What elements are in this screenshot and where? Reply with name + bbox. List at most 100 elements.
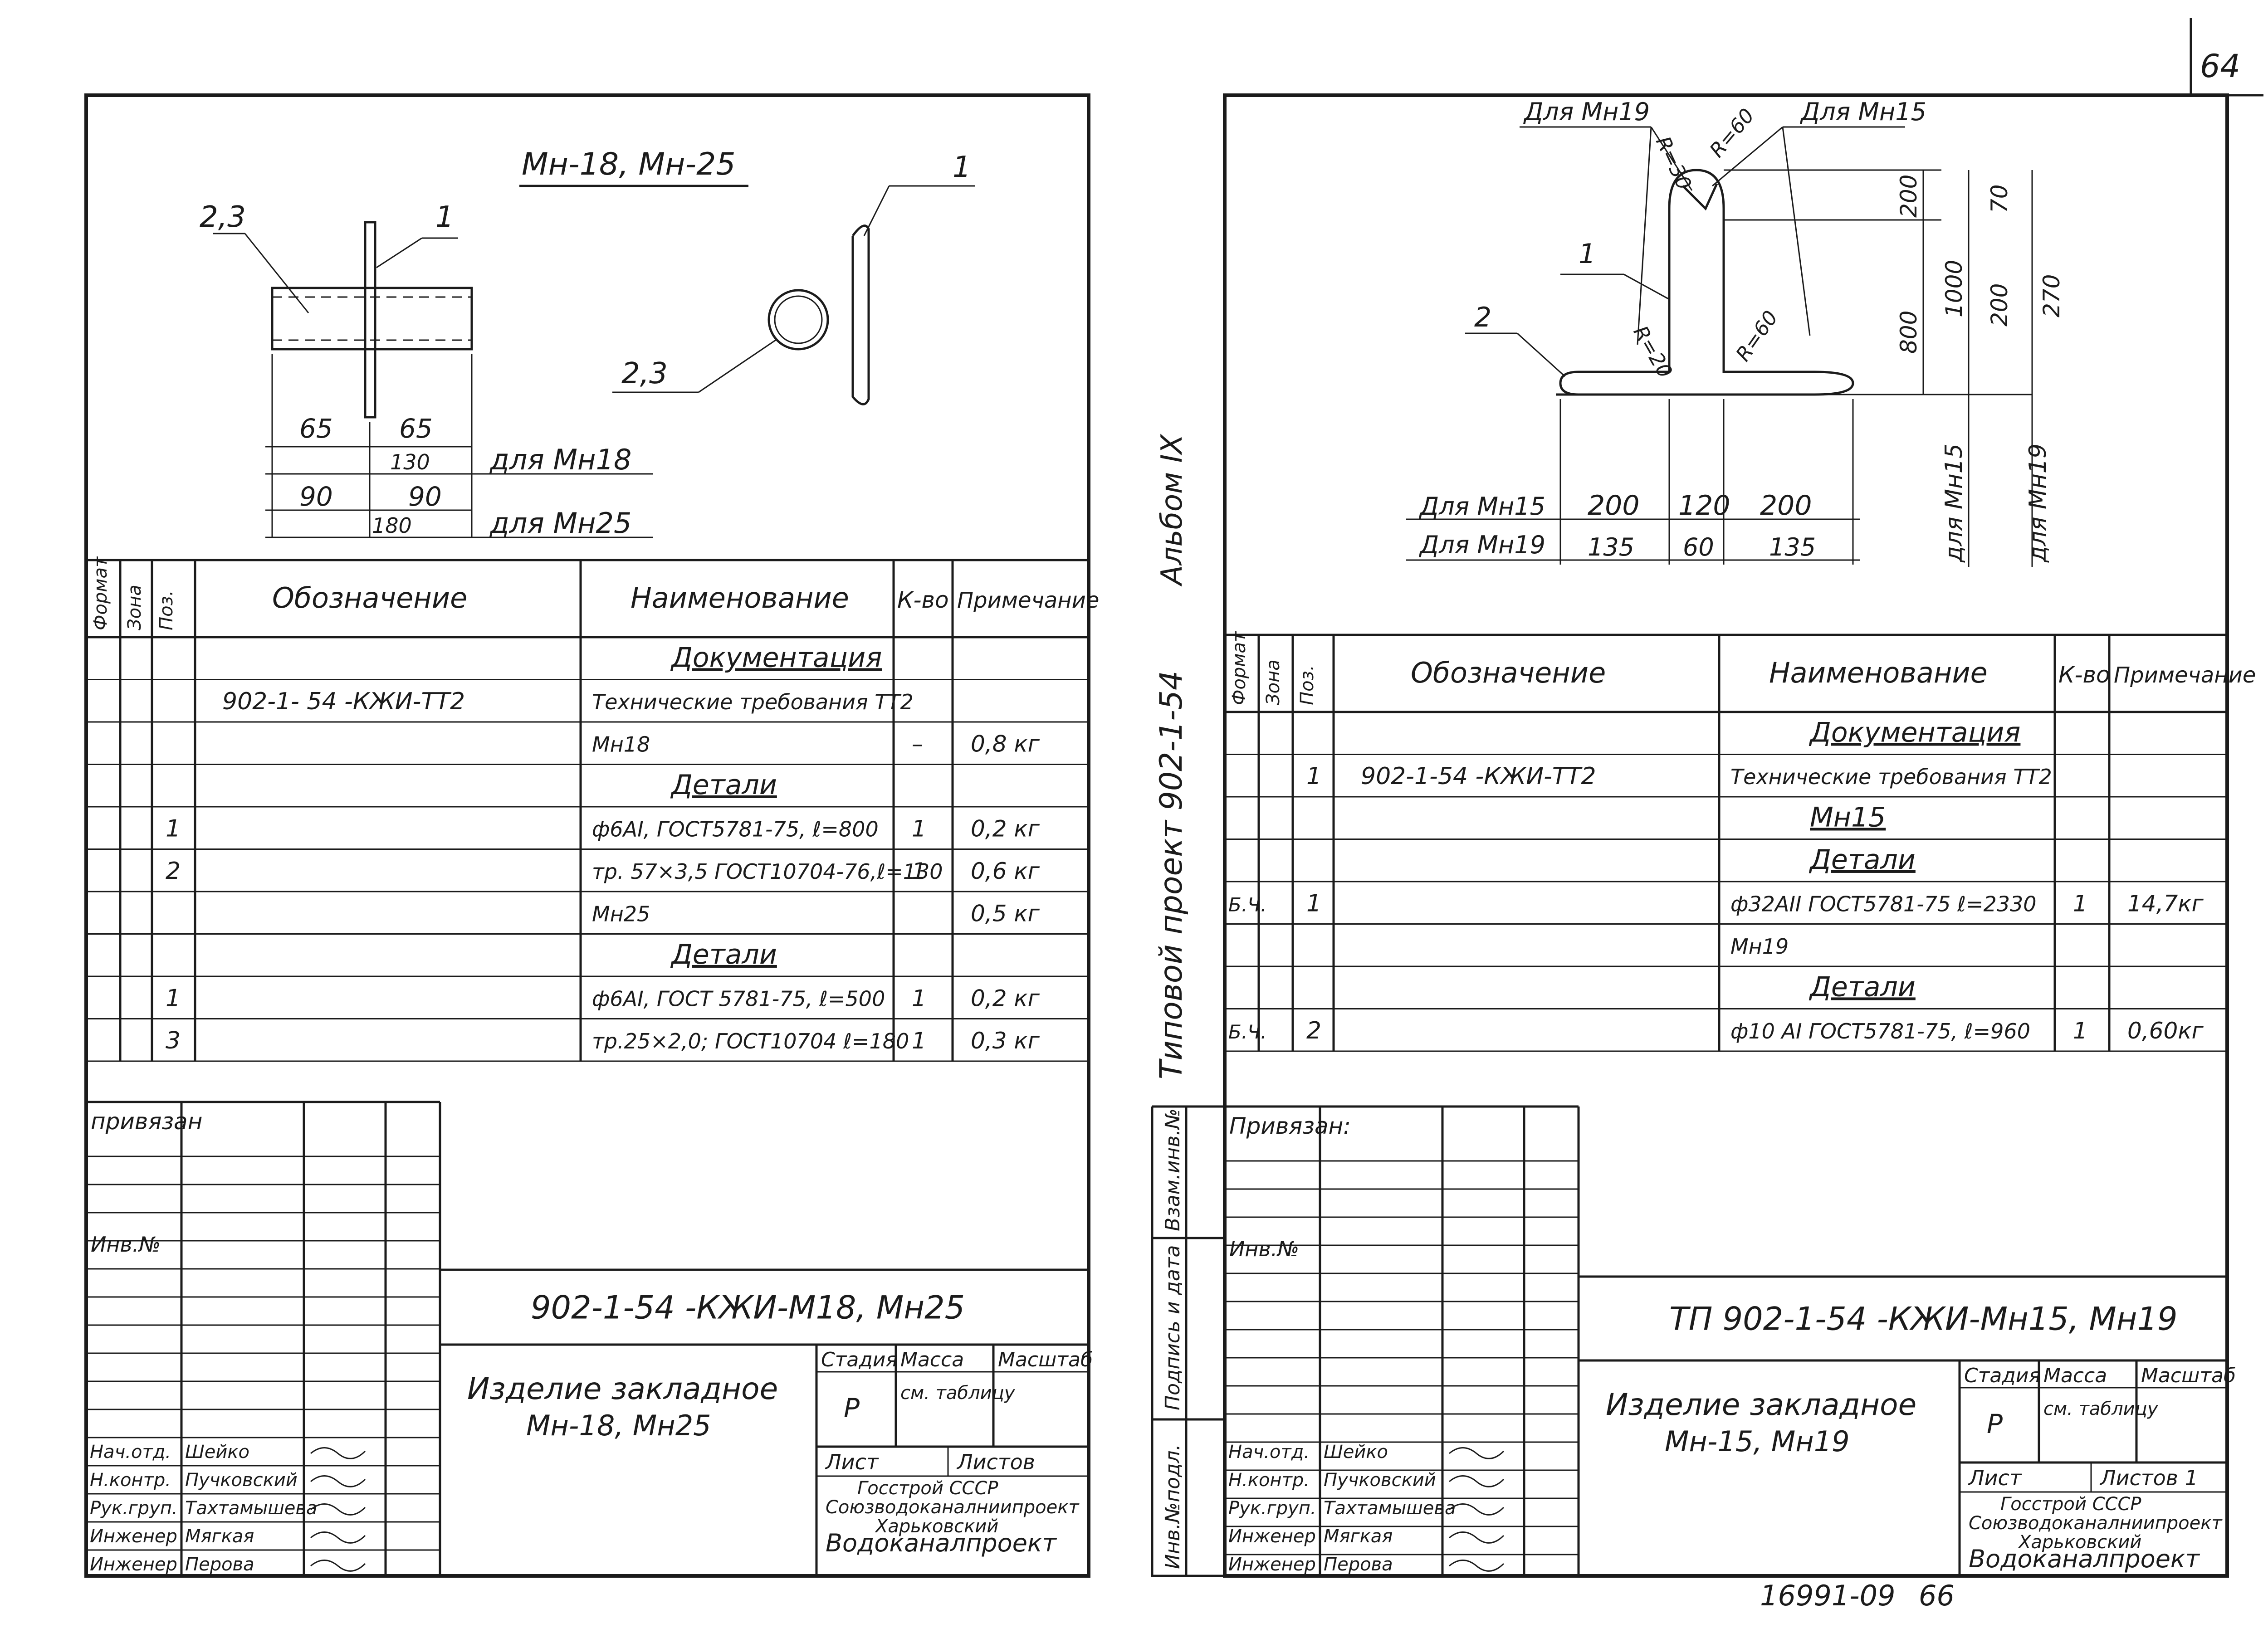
hdim-200-a: 200 [1588,490,1640,522]
staff-role: Рук.груп. [90,1498,178,1519]
staff-name: Перова [185,1554,254,1575]
staff-row: Нач.отд.Шейко [1228,1442,1505,1462]
hdim-135-a: 135 [1588,533,1634,561]
row-format: Б.Ч. [1228,1021,1266,1043]
staff-name: Тахтамышева [185,1498,317,1519]
right-mass-value: см. таблицу [2043,1399,2159,1419]
left-mass-value: см. таблицу [900,1383,1016,1404]
row-name: Мн19 [1730,934,1789,959]
vdim-200-b: 200 [1986,283,2013,327]
left-stage-label: Стадия [821,1348,898,1371]
row-name: Детали [670,939,777,970]
right-item-name: Изделие закладное [1606,1387,1916,1422]
left-hdr-qty: К-во [897,587,949,613]
hdim-120: 120 [1678,490,1730,522]
staff-name: Шейко [185,1442,249,1462]
vdim-label-mn19: для Мн19 [2024,444,2052,563]
left-callout-23b: 2,3 [621,357,668,390]
row-name: Мн18 [592,732,650,756]
staff-name: Пучковский [1324,1470,1436,1491]
row-position: 1 [1306,890,1321,917]
row-note: 0,5 кг [971,900,1040,926]
right-doc-code: ТП 902-1-54 -КЖИ-Мн15, Мн19 [1669,1301,2178,1338]
left-item-marks: Мн-18, Мн25 [526,1409,711,1442]
project-label: Типовой проект 902-1-54 [1154,671,1189,1079]
right-sheet-label: Лист [1968,1466,2022,1490]
stamp-inv-podl: Инв.№подл. [1161,1444,1184,1569]
left-hdr-name: Наименование [631,581,849,614]
right-hdr-zone: Зона [1263,659,1284,705]
row-quantity: 1 [912,858,926,884]
left-stage-value: Р [844,1393,860,1424]
left-doc-code: 902-1-54 -КЖИ-М18, Мн25 [531,1289,965,1326]
right-bound-label: Привязан: [1229,1113,1351,1139]
row-position: 2 [166,858,181,885]
staff-name: Мягкая [185,1526,254,1547]
left-scale-label: Масштаб [998,1348,1093,1371]
signature-icon [310,1475,366,1487]
row-note: 0,8 кг [971,731,1040,757]
vdim-1000: 1000 [1941,260,1967,317]
staff-row: Н.контр. Пучковский [1228,1470,1505,1491]
stamp-signature-date: Подпись и дата [1161,1245,1184,1410]
dim-90-a: 90 [299,481,333,512]
row-name: Детали [670,769,777,801]
staff-name: Мягкая [1324,1526,1393,1547]
row-name: Детали [1809,844,1916,876]
right-frame [1223,93,2229,1578]
callout-pos2: 2 [1474,302,1491,333]
right-hdr-pos: Поз. [1297,665,1318,705]
radius-30: R=30 [1651,133,1696,193]
row-quantity: 1 [912,1028,926,1054]
signature-icon [1449,1447,1505,1459]
left-org-line: Союзводоканалниипроект [826,1497,1080,1518]
dim-label-mn25: для Мн25 [489,507,631,540]
row-name: тр. 57×3,5 ГОСТ10704-76,ℓ=130 [592,859,943,884]
staff-role: Н.контр. [1228,1470,1310,1491]
staff-name: Перова [1324,1554,1393,1575]
vdim-70: 70 [1986,184,2013,213]
signature-icon [1449,1560,1505,1572]
left-inv-label: Инв.№ [91,1232,161,1257]
archive-page: 66 [1919,1579,1955,1612]
right-hdr-qty: К-во [2058,662,2110,688]
staff-role: Инженер [90,1554,177,1575]
signature-icon [1449,1531,1505,1544]
row-name: Мн25 [592,902,650,926]
spec-row: Детали [1809,971,1916,1003]
spec-row: Документация [1809,717,2020,748]
row-name: Технические требования ТТ2 [1730,765,2052,789]
staff-role: Рук.груп. [1228,1498,1316,1519]
left-callout-23a: 2,3 [200,200,246,234]
right-org-line: Водоканалпроект [1969,1545,2200,1573]
staff-row: Н.контр.Пучковский [90,1470,366,1491]
row-position: 1 [166,815,181,842]
right-inv-label: Инв.№ [1229,1237,1299,1261]
staff-role: Нач.отд. [1228,1442,1310,1462]
spec-row: Мн19 [1730,934,1789,959]
row-name: Документация [670,642,882,673]
left-org-line: Водоканалпроект [826,1529,1057,1557]
label-dlya-mn15-top: Для Мн15 [1800,98,1926,126]
hdim-200-b: 200 [1760,490,1812,522]
right-hdr-format: Формат [1229,631,1250,705]
row-name: ф10 AI ГОСТ5781-75, ℓ=960 [1730,1019,2030,1043]
hdim-label-mn15: Для Мн15 [1419,492,1545,521]
vdim-200-a: 200 [1896,175,1922,218]
radius-60-bottom: R=60 [1731,307,1783,366]
left-hdr-format: Формат [90,556,111,630]
right-stage-value: Р [1987,1409,2003,1439]
spec-row: Мн15 [1810,801,1886,833]
signature-icon [1449,1475,1505,1487]
left-bound-label: привязан [91,1108,202,1135]
